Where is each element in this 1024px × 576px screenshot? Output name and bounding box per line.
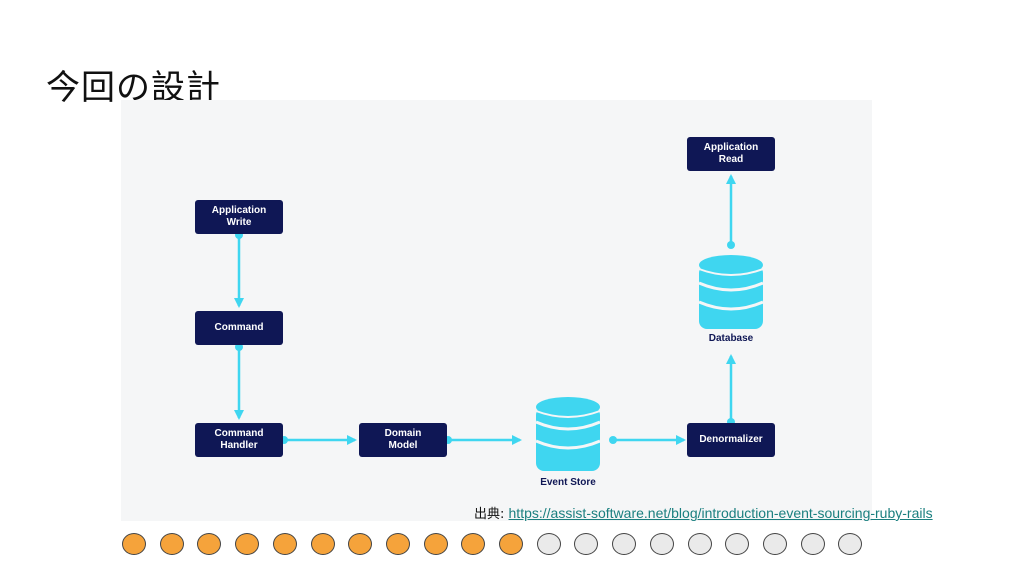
progress-dot-remaining bbox=[838, 533, 863, 555]
progress-dot-completed bbox=[122, 533, 146, 555]
progress-dot-completed bbox=[385, 533, 410, 555]
progress-dot-remaining bbox=[612, 533, 637, 555]
progress-dot-completed bbox=[235, 533, 260, 555]
event-store-icon bbox=[535, 397, 601, 471]
connector-command-to-handler bbox=[234, 343, 244, 420]
source-link[interactable]: https://assist-software.net/blog/introdu… bbox=[508, 505, 933, 521]
progress-dot-completed bbox=[348, 533, 373, 555]
node-command: Command bbox=[195, 311, 283, 345]
node-domain-model: Domain Model bbox=[359, 423, 447, 457]
progress-dot-remaining bbox=[574, 533, 599, 555]
progress-dot-remaining bbox=[649, 533, 674, 555]
architecture-diagram: Application Write Command Command Handle… bbox=[121, 100, 872, 521]
progress-dot-remaining bbox=[536, 533, 561, 555]
node-denormalizer: Denormalizer bbox=[687, 423, 775, 457]
connector-database-to-read bbox=[726, 174, 736, 249]
progress-dot-remaining bbox=[800, 533, 825, 555]
diagram-connectors bbox=[234, 174, 764, 471]
node-command-handler: Command Handler bbox=[195, 423, 283, 457]
connector-eventstore-to-denormalizer bbox=[609, 435, 686, 445]
progress-dot-remaining bbox=[762, 533, 787, 555]
event-store-label: Event Store bbox=[540, 477, 596, 488]
connector-denormalizer-to-database bbox=[726, 354, 736, 426]
database-label: Database bbox=[708, 333, 754, 344]
node-application-read: Application Read bbox=[687, 137, 775, 171]
source-label: 出典: bbox=[474, 507, 509, 522]
progress-dot-completed bbox=[423, 533, 448, 555]
progress-dot-completed bbox=[159, 533, 184, 555]
database-icon bbox=[698, 255, 764, 329]
progress-dot-remaining bbox=[725, 533, 750, 555]
progress-dot-completed bbox=[310, 533, 335, 555]
node-application-write: Application Write bbox=[195, 200, 283, 234]
connector-handler-to-domain bbox=[280, 435, 357, 445]
connector-domain-to-eventstore bbox=[444, 435, 522, 445]
progress-dot-completed bbox=[461, 533, 486, 555]
connector-write-to-command bbox=[234, 231, 244, 308]
source-citation: 出典: https://assist-software.net/blog/int… bbox=[474, 503, 933, 522]
progress-dot-remaining bbox=[687, 533, 712, 555]
progress-dot-completed bbox=[272, 533, 297, 555]
progress-dot-completed bbox=[197, 533, 222, 555]
progress-dot-completed bbox=[499, 533, 523, 555]
